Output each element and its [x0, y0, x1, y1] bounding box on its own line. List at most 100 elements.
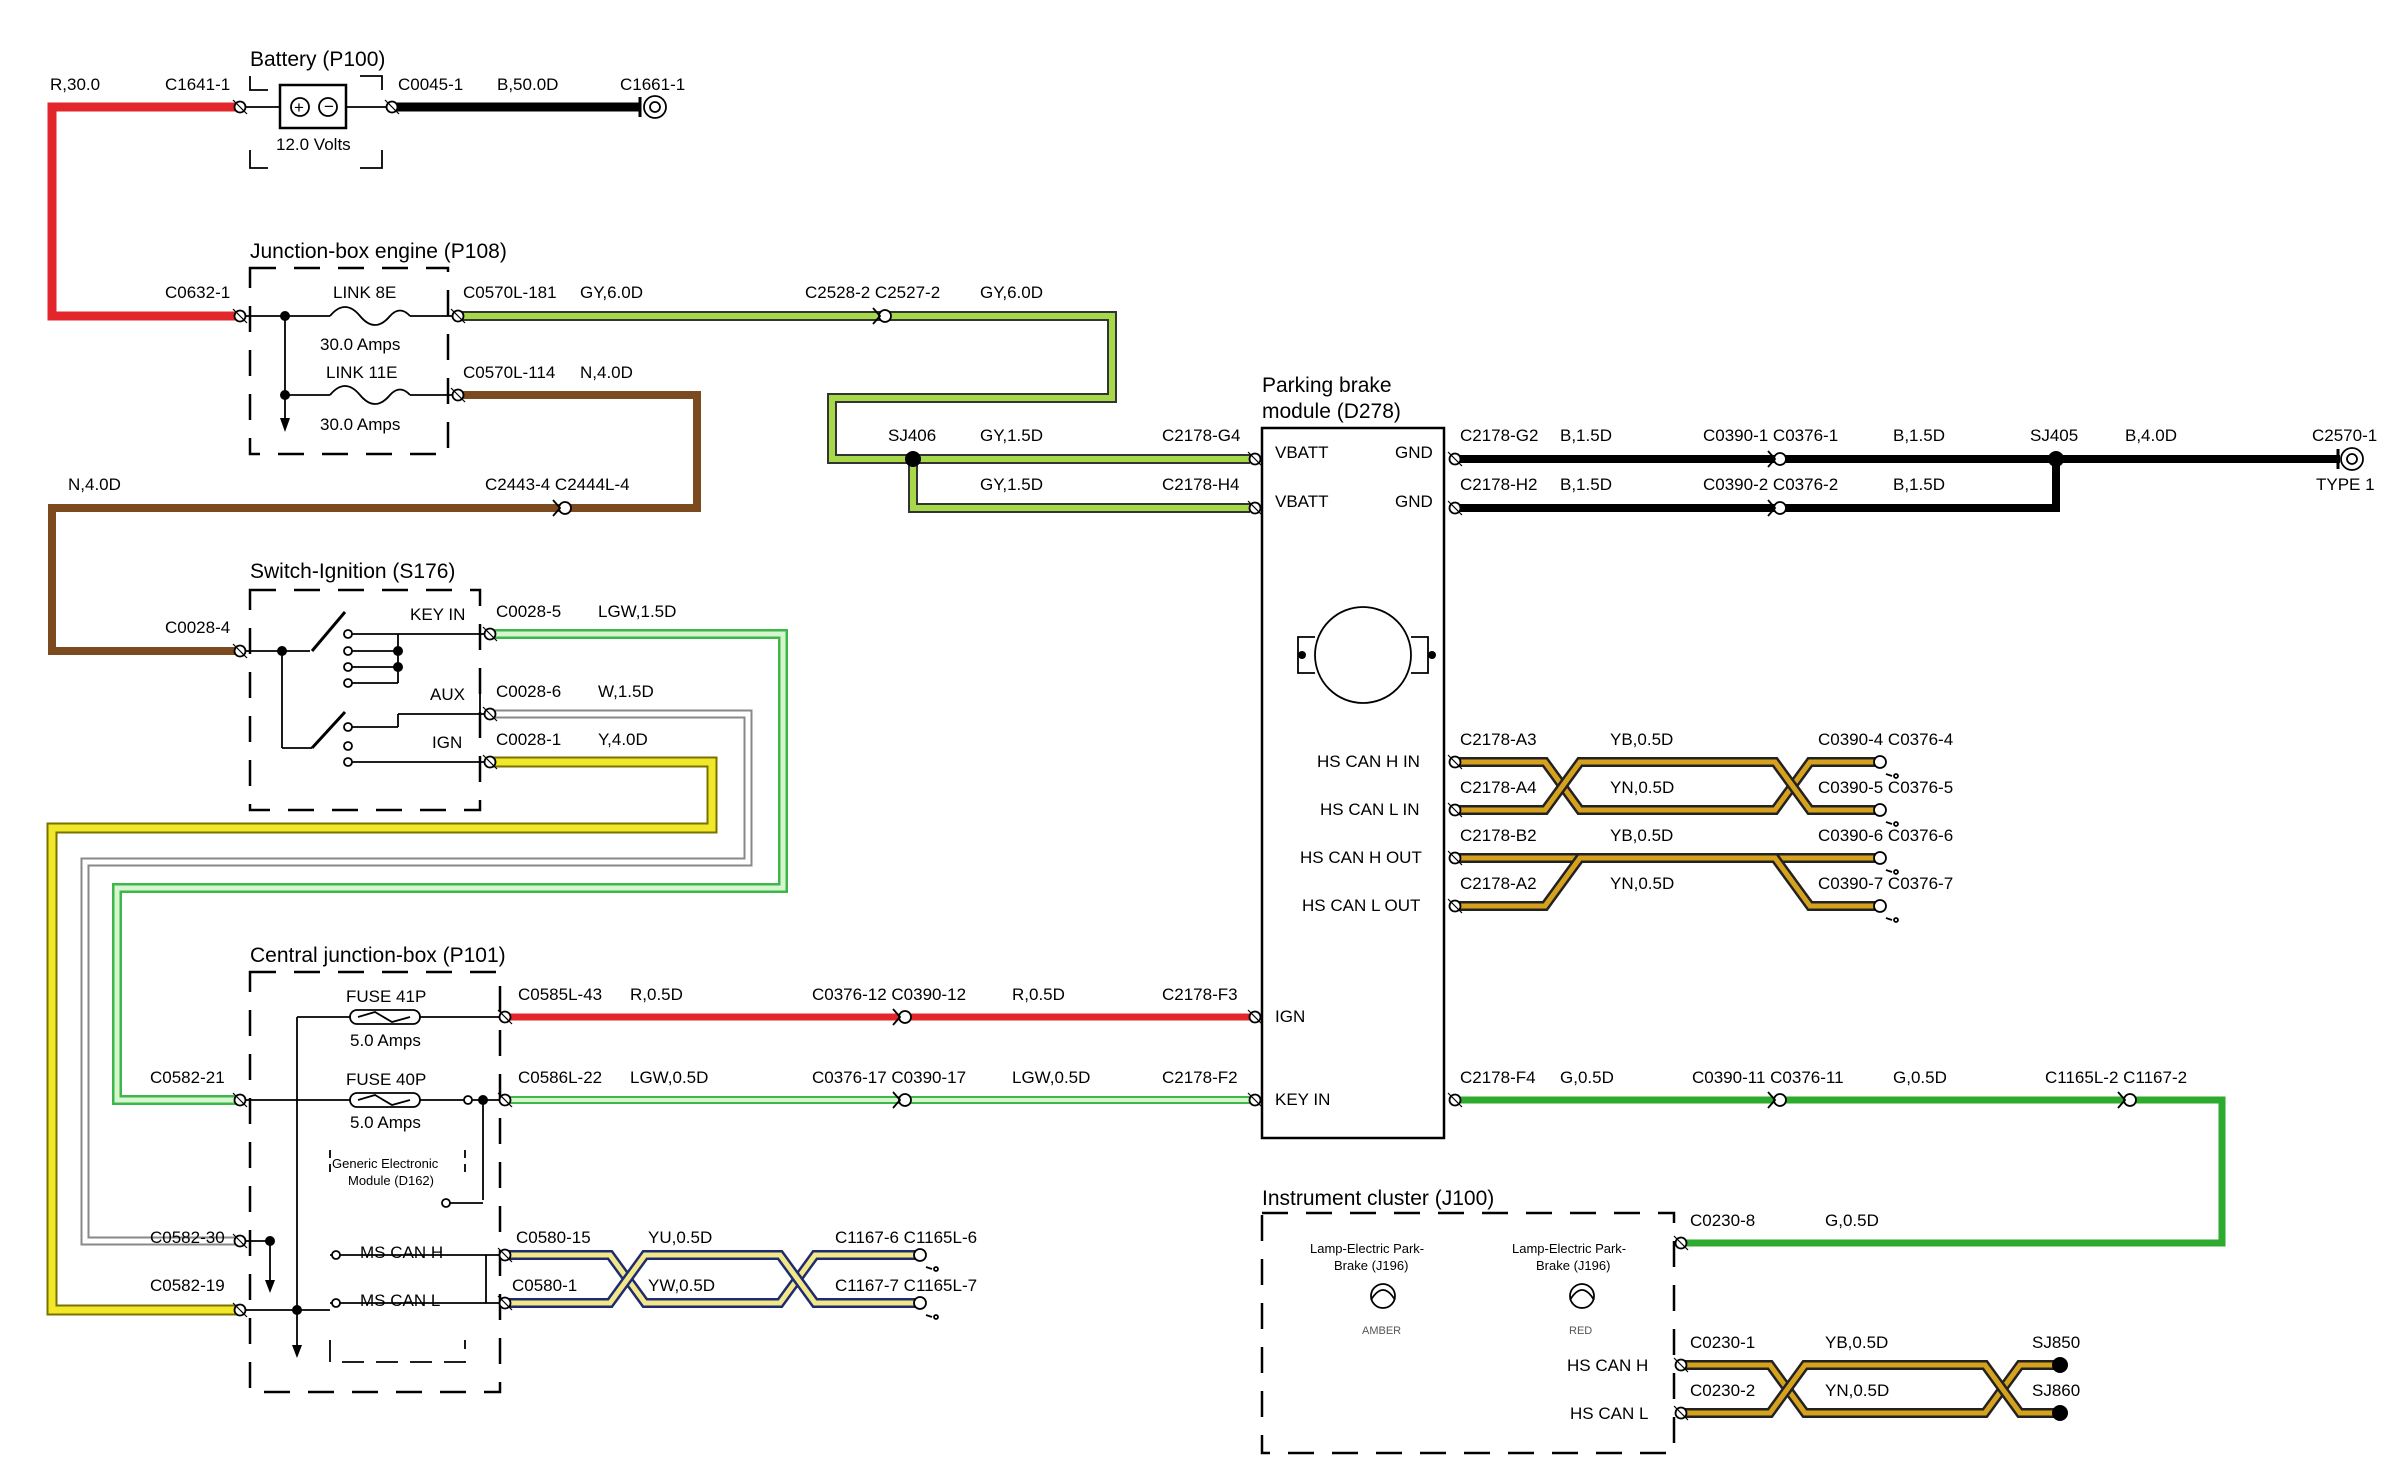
fuse-40p-label: FUSE 40P — [346, 1070, 426, 1089]
label-r05a: R,0.5D — [630, 985, 683, 1004]
ms-can-h-label: MS CAN H — [360, 1243, 443, 1262]
motor-icon — [1297, 606, 1436, 704]
connector-c0390-5 — [1873, 803, 1899, 827]
label-r05b: R,0.5D — [1012, 985, 1065, 1004]
parking-brake-title-2: module (D278) — [1262, 400, 1401, 423]
label-sj850: SJ850 — [2032, 1333, 2080, 1352]
label-sj406: SJ406 — [888, 426, 936, 445]
wire-brown-n4 — [48, 391, 701, 655]
lamp-red-label-1: Lamp-Electric Park- — [1512, 1241, 1626, 1256]
label-yb05a: YB,0.5D — [1610, 730, 1673, 749]
central-jb-title: Central junction-box (P101) — [250, 944, 506, 967]
connector-c0376-12 — [892, 1008, 912, 1026]
svg-text:+: + — [294, 98, 304, 117]
label-b15b: B,1.5D — [1893, 426, 1945, 445]
pbm-key-in: KEY IN — [1275, 1090, 1330, 1109]
label-c0028-1: C0028-1 — [496, 730, 561, 749]
label-c1641: C1641-1 — [165, 75, 230, 94]
label-yb05b: YB,0.5D — [1610, 826, 1673, 845]
pbm-vbatt-1: VBATT — [1275, 443, 1329, 462]
label-y40: Y,4.0D — [598, 730, 648, 749]
label-c0045: C0045-1 — [398, 75, 463, 94]
label-c1167-7: C1167-7 C1165L-7 — [835, 1276, 977, 1295]
switch-ignition-title: Switch-Ignition (S176) — [250, 560, 455, 583]
pbm-gnd-1: GND — [1395, 443, 1433, 462]
splice-sj850 — [2052, 1357, 2068, 1373]
label-c0390-2: C0390-2 C0376-2 — [1703, 475, 1838, 494]
connector-c2528 — [872, 307, 892, 325]
label-yn05b: YN,0.5D — [1610, 874, 1674, 893]
gem-label-2: Module (D162) — [348, 1173, 434, 1188]
wire-black-h2 — [1451, 459, 2060, 512]
connector-c0390-2 — [1767, 499, 1787, 517]
label-gy15a: GY,1.5D — [980, 426, 1043, 445]
label-b15a: B,1.5D — [1560, 426, 1612, 445]
lamp-red-label-2: Brake (J196) — [1536, 1258, 1610, 1273]
switch-ign-label: IGN — [432, 733, 462, 752]
instrument-cluster-title: Instrument cluster (J100) — [1262, 1187, 1494, 1210]
battery-voltage: 12.0 Volts — [276, 135, 351, 154]
label-c0390-11: C0390-11 C0376-11 — [1692, 1068, 1844, 1087]
pbm-hs-can-l-in: HS CAN L IN — [1320, 800, 1420, 819]
ignition-switch-blade-1 — [310, 611, 347, 652]
label-c1165l2: C1165L-2 C1167-2 — [2045, 1068, 2187, 1087]
label-c0390-7: C0390-7 C0376-7 — [1818, 874, 1953, 893]
label-gy60b: GY,6.0D — [980, 283, 1043, 302]
label-b40: B,4.0D — [2125, 426, 2177, 445]
ms-can-pair — [505, 1250, 915, 1308]
wire-red-30 — [47, 102, 237, 321]
connector-c0376-17 — [892, 1091, 912, 1109]
link-11e-amps: 30.0 Amps — [320, 415, 400, 434]
label-c1661: C1661-1 — [620, 75, 685, 94]
label-c0585l43: C0585L-43 — [518, 985, 602, 1004]
lamp-red-color: RED — [1569, 1325, 1592, 1337]
lamp-amber-label-1: Lamp-Electric Park- — [1310, 1241, 1424, 1256]
fuse-41p-amps: 5.0 Amps — [350, 1031, 421, 1050]
parking-brake-title-1: Parking brake — [1262, 374, 1392, 397]
label-c0028-4: C0028-4 — [165, 618, 230, 637]
label-c0230-2: C0230-2 — [1690, 1381, 1755, 1400]
connector-c0390-1 — [1767, 450, 1787, 468]
gem-label-1: Generic Electronic — [332, 1156, 439, 1171]
label-c0586l22: C0586L-22 — [518, 1068, 602, 1087]
label-c0582-21: C0582-21 — [150, 1068, 225, 1087]
label-c2178a2: C2178-A2 — [1460, 874, 1537, 893]
connector-c0390-4 — [1873, 755, 1899, 779]
pbm-ign: IGN — [1275, 1007, 1305, 1026]
label-g05a: G,0.5D — [1560, 1068, 1614, 1087]
label-n40b: N,4.0D — [68, 475, 121, 494]
label-g05b: G,0.5D — [1893, 1068, 1947, 1087]
connector-c1165l-2 — [2117, 1091, 2137, 1109]
parking-brake-module: Parking brake module (D278) VBATT VBATT … — [1247, 374, 1463, 1140]
label-yn05c: YN,0.5D — [1825, 1381, 1889, 1400]
inline-connectors — [552, 307, 2364, 1421]
label-b15c: B,1.5D — [1560, 475, 1612, 494]
label-c0028-6: C0028-6 — [496, 682, 561, 701]
pbm-hs-can-h-out: HS CAN H OUT — [1300, 848, 1422, 867]
label-sj860: SJ860 — [2032, 1381, 2080, 1400]
label-bat-r: R,30.0 — [50, 75, 100, 94]
label-c0390-1: C0390-1 C0376-1 — [1703, 426, 1838, 445]
hs-can-pair-in — [1451, 757, 1875, 815]
connector-c0390-11 — [1767, 1091, 1787, 1109]
label-c2178a4: C2178-A4 — [1460, 778, 1537, 797]
label-c0582-19: C0582-19 — [150, 1276, 225, 1295]
label-c2178f3: C2178-F3 — [1162, 985, 1238, 1004]
label-c0632: C0632-1 — [165, 283, 230, 302]
hs-can-pair-out — [1451, 853, 1875, 911]
label-yb05c: YB,0.5D — [1825, 1333, 1888, 1352]
label-gy60a: GY,6.0D — [580, 283, 643, 302]
label-b15d: B,1.5D — [1893, 475, 1945, 494]
wire-labels: R,30.0 C1641-1 C0045-1 B,50.0D C1661-1 C… — [50, 75, 2377, 1400]
label-yw05: YW,0.5D — [648, 1276, 715, 1295]
label-c0390-5: C0390-5 C0376-5 — [1818, 778, 1953, 797]
ground-c2570-icon — [2336, 447, 2364, 471]
label-lgw05a: LGW,0.5D — [630, 1068, 708, 1087]
label-c0582-30: C0582-30 — [150, 1228, 225, 1247]
label-yn05a: YN,0.5D — [1610, 778, 1674, 797]
switch-aux-label: AUX — [430, 685, 465, 704]
label-c2528: C2528-2 C2527-2 — [805, 283, 940, 302]
label-c0376-12: C0376-12 C0390-12 — [812, 985, 966, 1004]
lamp-amber-icon — [1370, 1283, 1396, 1309]
